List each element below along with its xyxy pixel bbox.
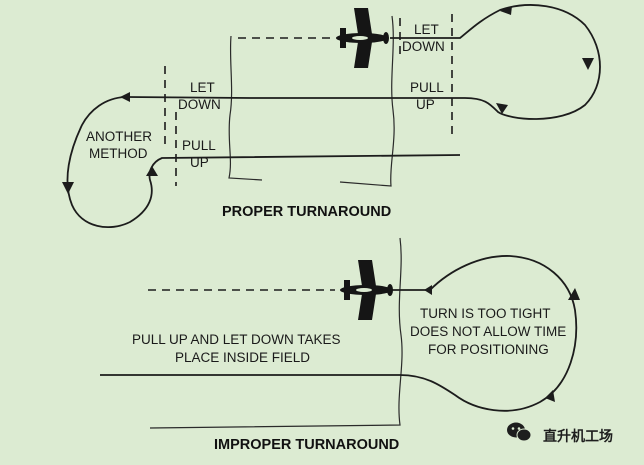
left-arrow-left [62, 182, 74, 194]
wechat-icon [507, 422, 532, 442]
field-boundary-left [228, 35, 263, 181]
loop-arrow-bottom [496, 103, 508, 114]
improper-turnaround-title: IMPROPER TURNAROUND [214, 437, 399, 453]
let-down-right-label-1: LET [414, 22, 439, 37]
another-method-label-2: METHOD [89, 146, 148, 161]
loop-arrow-top [500, 6, 512, 15]
another-method-label-1: ANOTHER [86, 129, 152, 144]
field-boundary-right [339, 15, 395, 187]
loop-arrow-right [582, 58, 594, 70]
pull-up-left-label-2: UP [190, 155, 209, 170]
inside-field-label-1: PULL UP AND LET DOWN TAKES [132, 332, 341, 347]
left-return-path [66, 96, 461, 229]
proper-turnaround-title: PROPER TURNAROUND [222, 204, 391, 220]
airplane-icon-improper [340, 260, 393, 320]
let-down-left-label-1: LET [190, 80, 215, 95]
left-arrow-top [120, 92, 130, 102]
proper-turnaround-panel: LET DOWN PULL UP LET DOWN PULL UP ANOTHE… [62, 4, 601, 229]
pull-up-right-label-1: PULL [410, 80, 444, 95]
pull-up-left-label-1: PULL [182, 138, 216, 153]
left-arrow-inner [146, 166, 158, 176]
tight-turn-loop [100, 255, 578, 412]
inside-field-label-2: PLACE INSIDE FIELD [175, 350, 310, 365]
too-tight-label-2: DOES NOT ALLOW TIME [410, 324, 566, 339]
watermark-text: 直升机工场 [543, 428, 613, 445]
watermark: 直升机工场 [507, 422, 613, 445]
improper-turnaround-panel: PULL UP AND LET DOWN TAKES PLACE INSIDE … [100, 237, 580, 453]
tight-arrow-top [424, 285, 432, 295]
let-down-right-label-2: DOWN [402, 39, 445, 54]
tight-arrow-bottom [545, 390, 555, 402]
pull-up-right-label-2: UP [416, 97, 435, 112]
too-tight-label-3: FOR POSITIONING [428, 342, 549, 357]
improper-field-boundary [149, 237, 403, 429]
tight-arrow-right [568, 288, 580, 300]
let-down-left-label-2: DOWN [178, 97, 221, 112]
right-turnaround-loop [250, 4, 601, 120]
airplane-icon [336, 8, 389, 68]
too-tight-label-1: TURN IS TOO TIGHT [420, 306, 551, 321]
